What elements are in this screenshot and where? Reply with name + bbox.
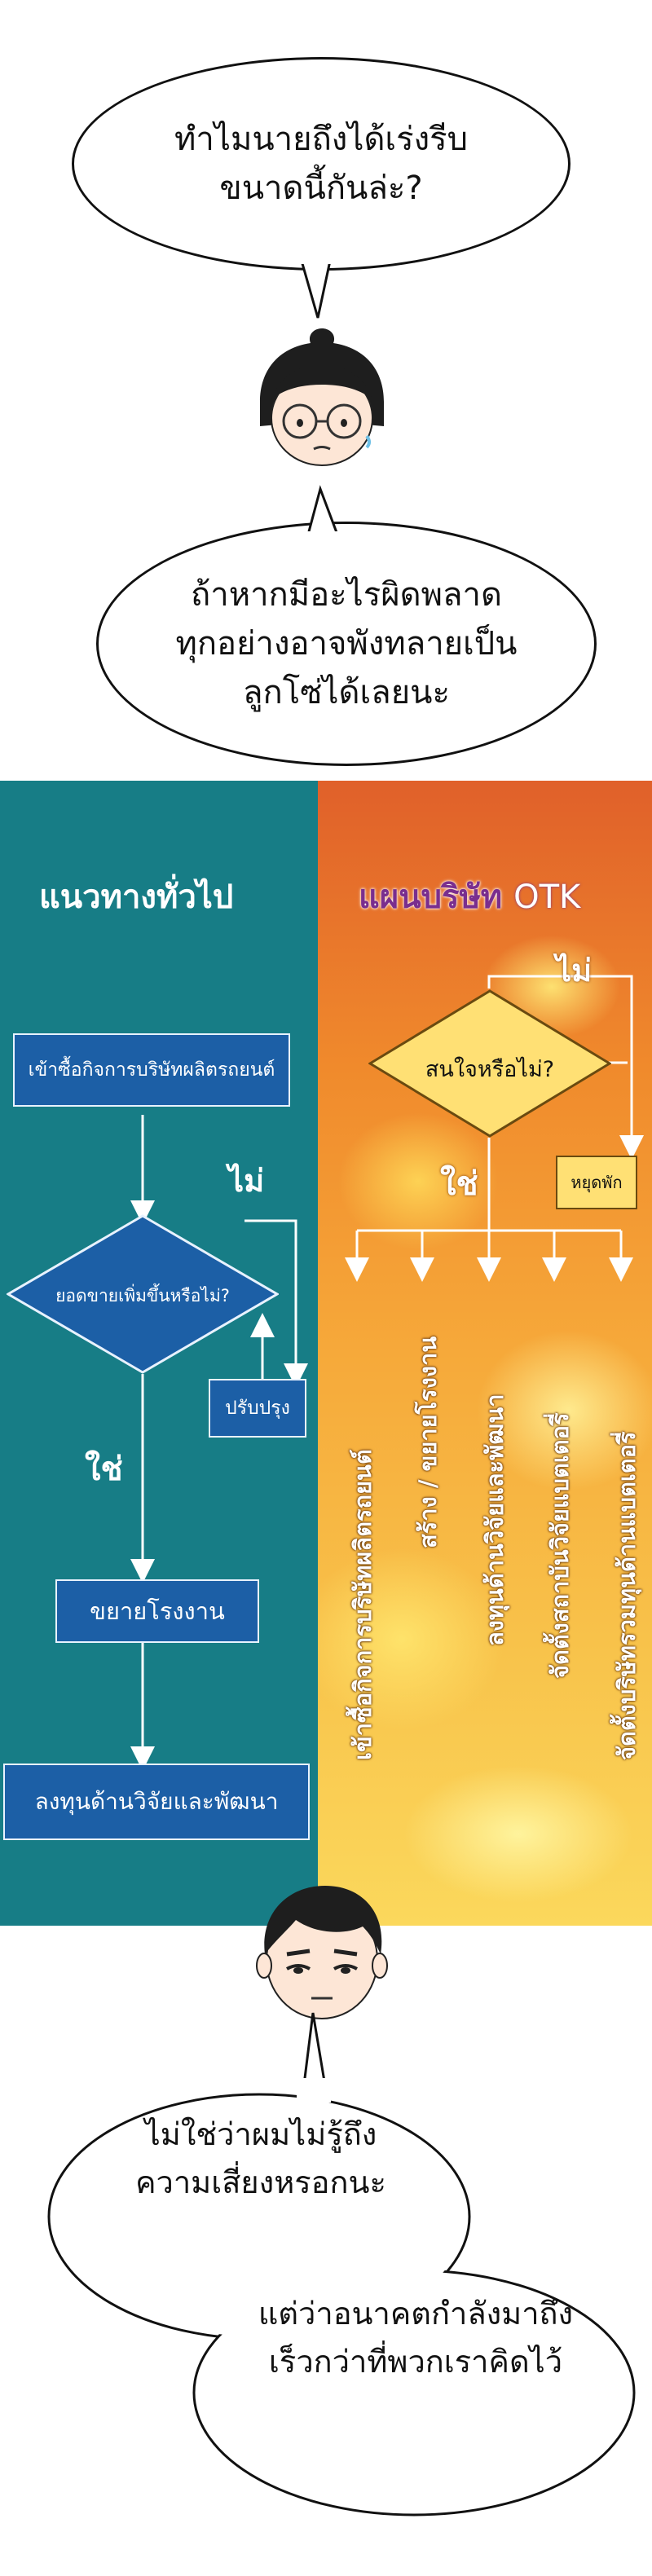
otk-plan-panel (318, 781, 652, 1926)
invest-rnd-box: ลงทุนด้านวิจัยและพัฒนา (3, 1764, 310, 1840)
bubble-text-line: ลูกโซ่ได้เลยนะ (243, 674, 450, 711)
improve-box: ปรับปรุง (209, 1379, 306, 1438)
action-battery-joint-venture: จัดตั้งบริษัทรวมทุนด้านแบตเตอรี่ (613, 1431, 641, 1760)
bubble-text-line: ไม่ใช่ว่าผมไม่รู้ถึง (144, 2116, 377, 2152)
expand-factory-box: ขยายโรงงาน (55, 1579, 259, 1643)
action-invest-rnd: ลงทุนด้านวิจัยและพัฒนา (481, 1394, 509, 1646)
box-label: หยุดพัก (570, 1173, 623, 1192)
action-battery-research-institute: จัดตั้งสถาบันวิจัยแบตเตอรี่ (546, 1412, 574, 1679)
otk-plan-title-prefix: แผนบริษัท (359, 878, 503, 916)
bubble-text-line: ขนาดนี้กันล่ะ? (219, 170, 423, 207)
interest-decision-label: สนใจหรือไม่? (425, 1057, 555, 1082)
bubble-text-bottom: แต่ว่าอนาคตกำลังมาถึง เร็วกว่าที่พวกเราค… (220, 2290, 611, 2386)
right-yes-label: ใช่ (440, 1165, 478, 1203)
acquire-car-company-box: เข้าซื้อกิจการบริษัทผลิตรถยนต์ (13, 1033, 290, 1107)
speech-bubble-future (47, 2012, 636, 2517)
man-face-icon (256, 1886, 388, 2019)
bubble-tail (305, 485, 342, 539)
sales-increase-decision-diamond (7, 1214, 279, 1374)
bubble-text-line: ความเสี่ยงหรอกนะ (135, 2164, 386, 2200)
action-build-expand-factory: สร้าง / ขยายโรงงาน (414, 1336, 442, 1548)
box-label: ขยายโรงงาน (90, 1597, 225, 1625)
otk-brand: OTK (513, 878, 581, 916)
girl-glasses-face-icon (260, 328, 384, 466)
bubble-text-line: ทุกอย่างอาจพังทลายเป็น (175, 625, 518, 663)
left-yes-label: ใช่ (85, 1451, 123, 1488)
otk-plan-title: แผนบริษัท OTK (359, 870, 580, 923)
bubble-text-top: ไม่ใช่ว่าผมไม่รู้ถึง ความเสี่ยงหรอกนะ (65, 2111, 456, 2207)
right-no-label: ไม่ (556, 953, 593, 989)
bubble-text-line: แต่ว่าอนาคตกำลังมาถึง (258, 2296, 574, 2332)
interest-decision-diamond (368, 989, 611, 1138)
box-label: ปรับปรุง (225, 1398, 290, 1419)
bubble-tail (298, 256, 334, 319)
bubble-text-line: ทำไมนายถึงได้เร่งรีบ (174, 121, 468, 158)
speech-bubble-question: ทำไมนายถึงได้เร่งรีบ ขนาดนี้กันล่ะ? (72, 57, 570, 271)
box-label: ลงทุนด้านวิจัยและพัฒนา (34, 1788, 279, 1815)
speech-bubble-warning: ถ้าหากมีอะไรผิดพลาด ทุกอย่างอาจพังทลายเป… (96, 522, 597, 766)
action-acquire-car-company: เข้าซื้อกิจการบริษัทผลิตรถยนต์ (349, 1449, 377, 1760)
box-label: เข้าซื้อกิจการบริษัทผลิตรถยนต์ (28, 1059, 275, 1081)
bubble-text-line: ถ้าหากมีอะไรผิดพลาด (191, 576, 502, 614)
stop-box: หยุดพัก (556, 1156, 637, 1209)
left-no-label: ไม่ (228, 1163, 265, 1199)
sales-decision-label: ยอดขายเพิ่มขึ้นหรือไม่? (55, 1286, 230, 1306)
general-approach-title: แนวทางทั่วไป (39, 878, 234, 916)
bubble-text-line: เร็วกว่าที่พวกเราคิดไว้ (268, 2343, 563, 2380)
